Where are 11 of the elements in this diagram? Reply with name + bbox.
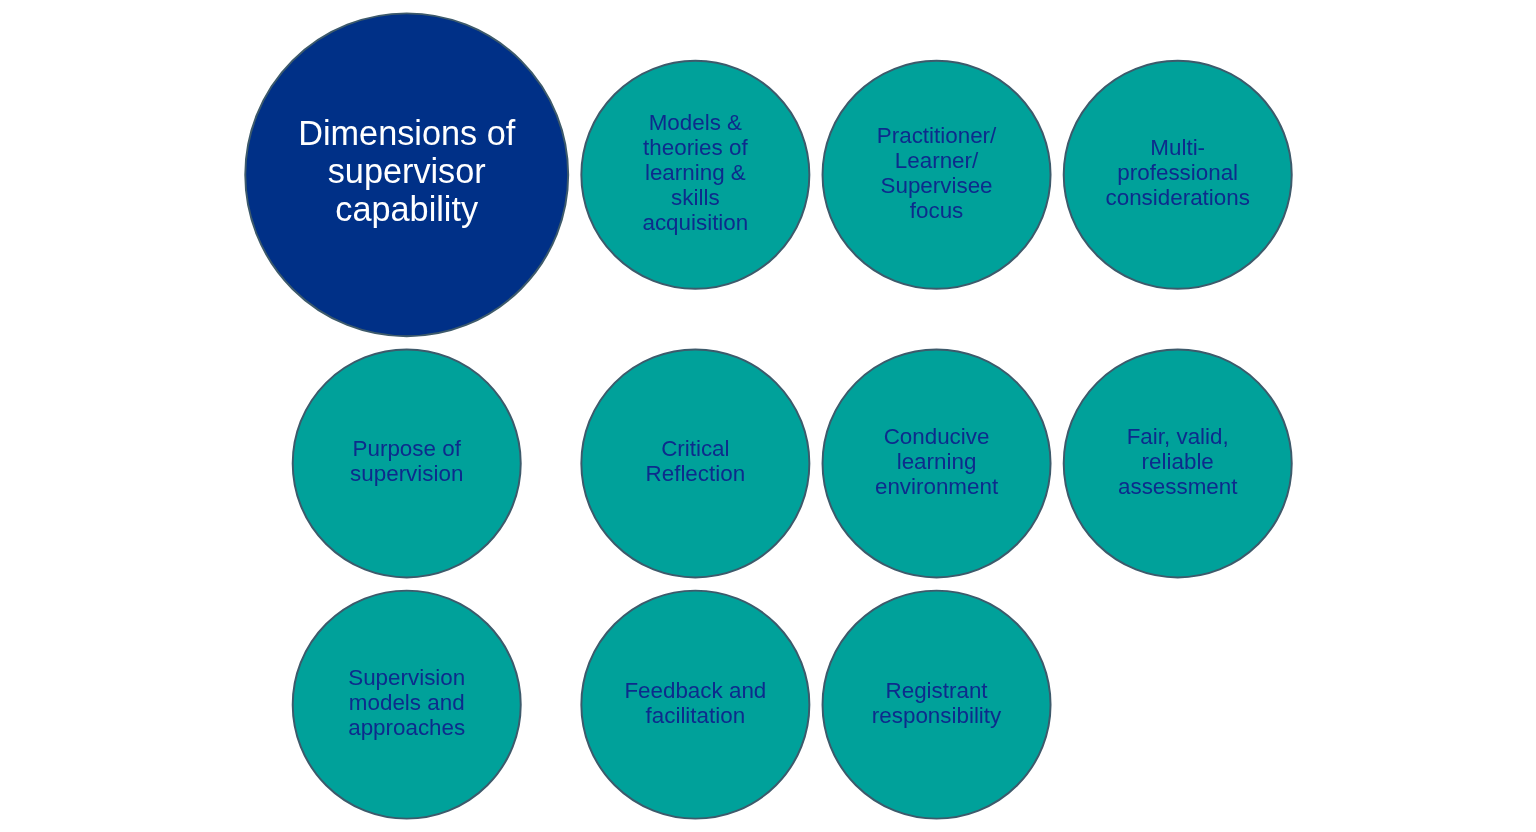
node-circle: Purpose of supervision [291, 348, 522, 579]
node-circle: Feedback and facilitation [579, 589, 810, 820]
node-circle: Multi-professional considerations [1062, 59, 1293, 290]
node-circle: Registrant responsibility [821, 589, 1052, 820]
node-circle: Conducive learning environment [821, 348, 1052, 579]
node-circle: Supervision models and approaches [291, 589, 522, 820]
node-circle: Dimensions of supervisor capability [243, 12, 569, 338]
node-circle: Critical Reflection [579, 348, 810, 579]
node-circle: Practitioner/ Learner/ Supervisee focus [821, 59, 1052, 290]
node-circle: Fair, valid, reliable assessment [1062, 348, 1293, 579]
node-circle: Models & theories of learning & skills acquisition [579, 59, 810, 290]
